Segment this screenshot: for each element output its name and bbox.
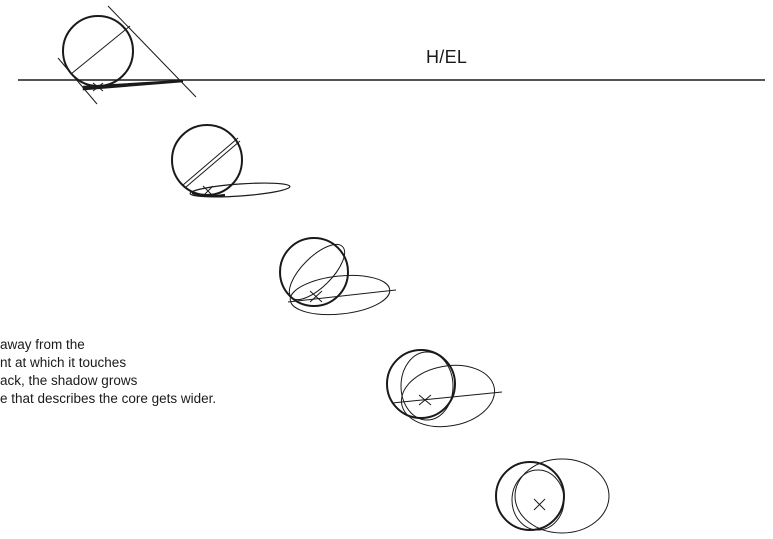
- caption-line: e that describes the core gets wider.: [0, 390, 340, 408]
- sphere-5: [496, 459, 609, 533]
- terminator-line: [186, 141, 240, 187]
- sphere-3: [280, 236, 396, 319]
- sphere-outline: [63, 16, 133, 86]
- caption-line: ack, the shadow grows: [0, 372, 340, 390]
- horizon-label: H/EL: [426, 47, 467, 68]
- terminator-ellipse: [512, 470, 564, 530]
- terminator-ellipse: [401, 352, 453, 420]
- sphere-outline: [387, 350, 455, 418]
- caption-line: away from the: [0, 336, 340, 354]
- sphere-4: [387, 350, 502, 434]
- sphere-outline: [496, 462, 564, 530]
- sphere-1: [58, 6, 196, 104]
- caption-line: nt at which it touches: [0, 354, 340, 372]
- light-ray-left: [58, 58, 97, 104]
- caption-text: away from the nt at which it touches ack…: [0, 336, 340, 408]
- cast-shadow: [397, 358, 500, 433]
- cast-shadow: [515, 459, 609, 533]
- terminator-line: [183, 138, 238, 185]
- terminator-line: [71, 26, 130, 74]
- shadow-axis: [392, 392, 502, 403]
- sphere-2: [172, 125, 290, 199]
